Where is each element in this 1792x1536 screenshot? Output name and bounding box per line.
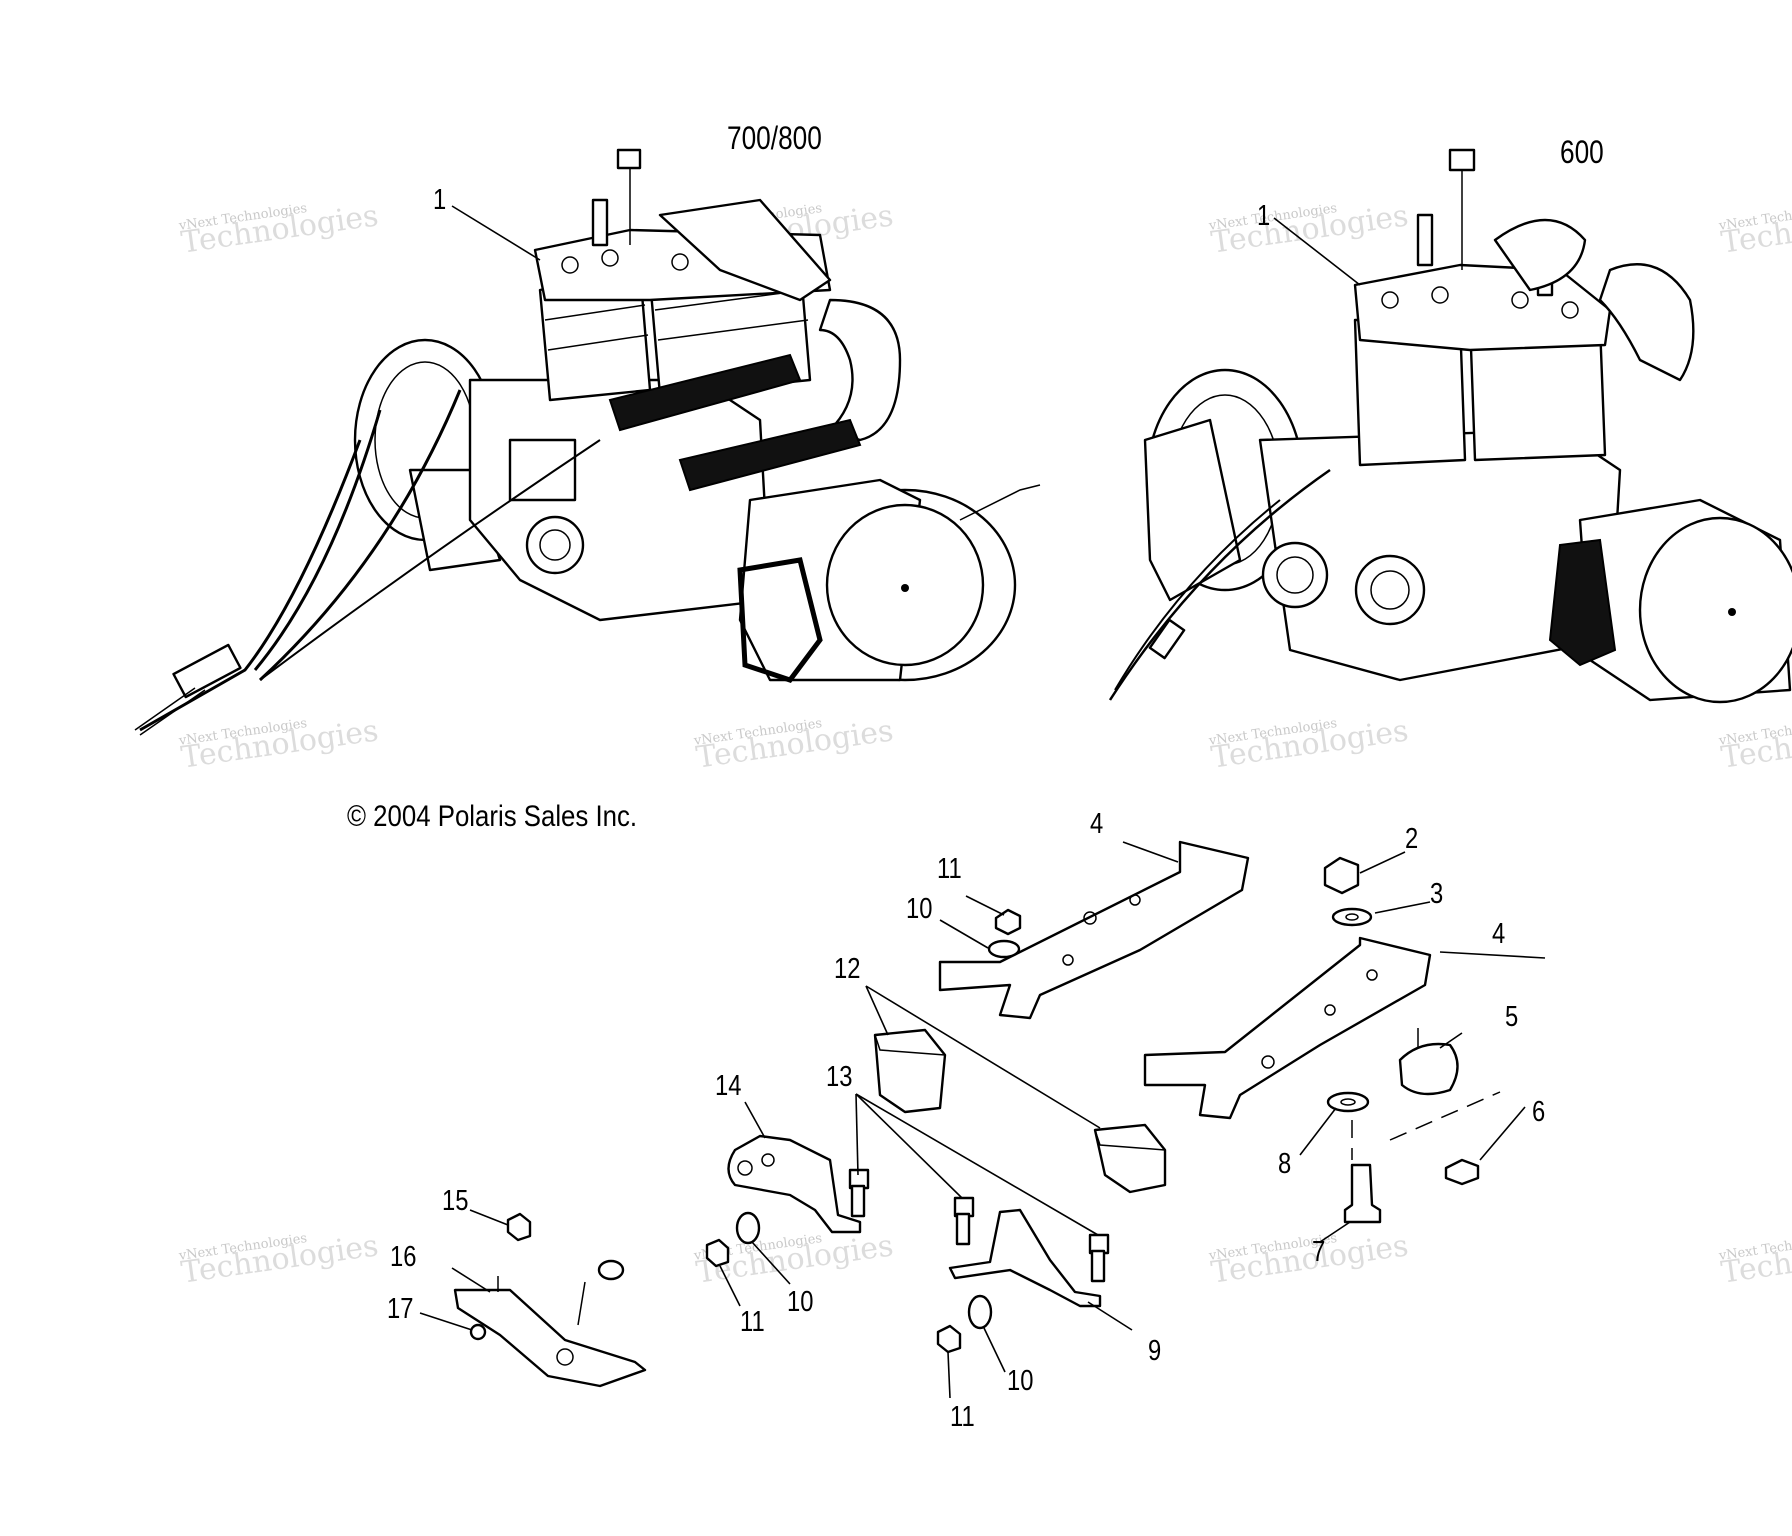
engine-600-illustration [1108,148,1792,704]
callout-11[interactable]: 11 [950,1401,975,1433]
callout-10[interactable]: 10 [787,1286,814,1318]
callout-5[interactable]: 5 [1505,1001,1519,1033]
callout-7[interactable]: 7 [1312,1236,1326,1268]
callout-4[interactable]: 4 [1090,808,1104,840]
variant-label-700-800: 700/800 [727,120,822,156]
callout-4[interactable]: 4 [1492,918,1506,950]
callout-8[interactable]: 8 [1278,1148,1292,1180]
engine-700-800-illustration [134,148,1041,736]
callout-1[interactable]: 1 [1257,200,1271,232]
variant-label-600: 600 [1560,134,1604,170]
callout-9[interactable]: 9 [1148,1335,1162,1367]
callout-10[interactable]: 10 [1007,1365,1034,1397]
callout-2[interactable]: 2 [1405,823,1419,855]
callout-13[interactable]: 13 [826,1061,853,1093]
callout-3[interactable]: 3 [1430,878,1444,910]
callout-15[interactable]: 15 [442,1185,469,1217]
mount-parts-illustration [453,840,1501,1388]
leader-lines [419,205,1546,1399]
copyright-notice: © 2004 Polaris Sales Inc. [347,800,638,833]
callout-14[interactable]: 14 [715,1070,742,1102]
callout-12[interactable]: 12 [834,953,861,985]
callout-11[interactable]: 11 [740,1306,765,1338]
callout-1[interactable]: 1 [433,184,447,216]
callout-16[interactable]: 16 [390,1241,417,1273]
callout-10[interactable]: 10 [906,893,933,925]
callout-17[interactable]: 17 [387,1293,414,1325]
callout-6[interactable]: 6 [1532,1096,1546,1128]
callout-11[interactable]: 11 [937,853,962,885]
